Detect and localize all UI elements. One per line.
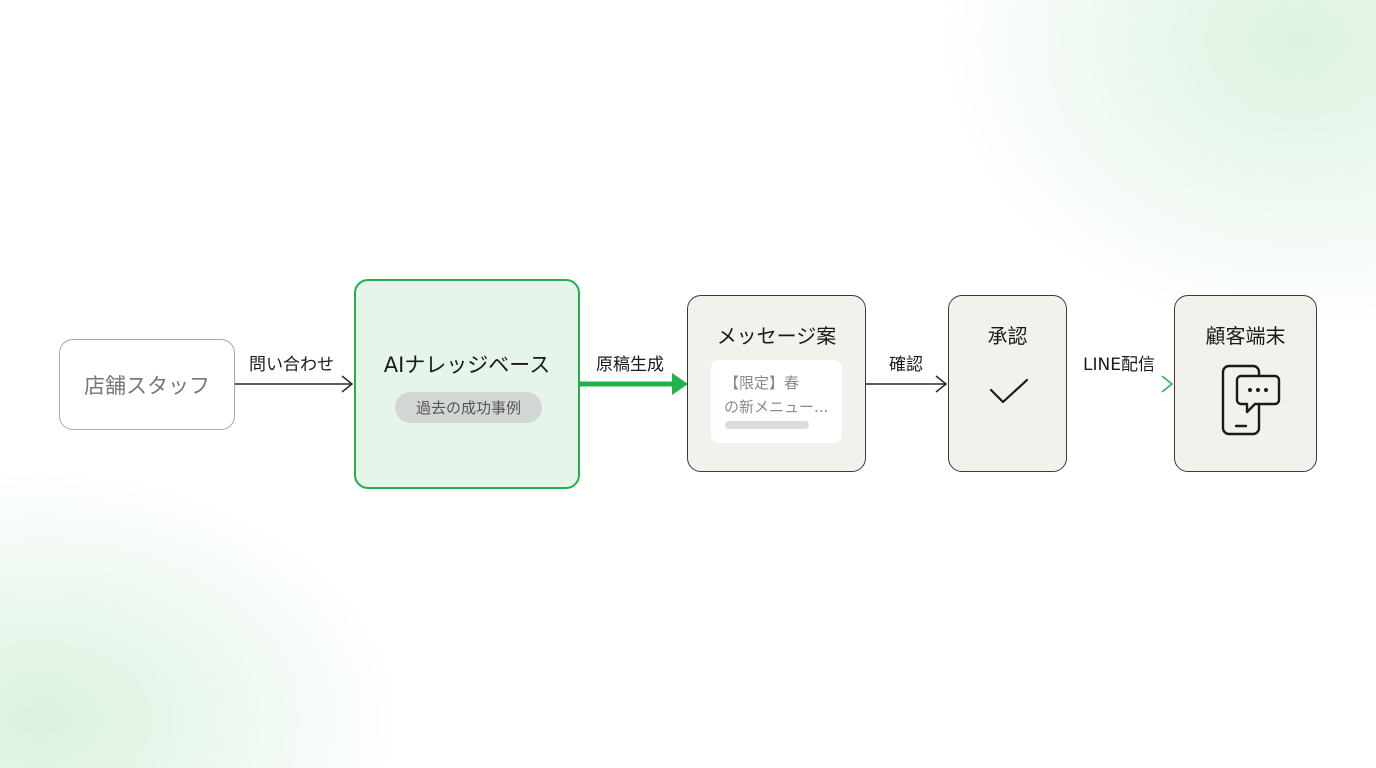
smartphone-chat-icon xyxy=(1221,364,1281,436)
arrow-draft xyxy=(580,373,688,395)
node-message-draft-label: メッセージ案 xyxy=(716,324,837,348)
edge-label-delivery: LINE配信 xyxy=(1083,355,1155,375)
message-preview-card: 【限定】春 の新メニュー... xyxy=(711,360,842,443)
node-customer-device: 顧客端末 xyxy=(1174,295,1317,472)
knowledge-base-tag: 過去の成功事例 xyxy=(395,392,542,423)
node-staff-label: 店舗スタッフ xyxy=(84,373,210,398)
message-preview-placeholder-bar xyxy=(725,421,809,429)
node-knowledge-base: AIナレッジベース 過去の成功事例 xyxy=(354,279,580,489)
node-approval-label: 承認 xyxy=(987,324,1028,348)
arrow-inquiry xyxy=(235,375,354,393)
message-preview-line-1: 【限定】春 xyxy=(724,374,800,392)
edge-label-confirm: 確認 xyxy=(889,355,923,375)
node-approval: 承認 xyxy=(948,295,1067,472)
edge-label-inquiry: 問い合わせ xyxy=(249,355,334,375)
node-staff: 店舗スタッフ xyxy=(59,339,235,430)
node-message-draft: メッセージ案 【限定】春 の新メニュー... xyxy=(687,295,866,472)
edge-label-draft: 原稿生成 xyxy=(596,355,664,375)
node-knowledge-base-label: AIナレッジベース xyxy=(383,353,551,377)
checkmark-icon xyxy=(989,378,1029,404)
arrow-confirm xyxy=(866,375,948,393)
knowledge-base-tag-label: 過去の成功事例 xyxy=(415,399,521,417)
node-customer-device-label: 顧客端末 xyxy=(1205,324,1286,348)
arrow-delivery xyxy=(1067,375,1174,393)
message-preview-line-2: の新メニュー... xyxy=(724,398,829,416)
